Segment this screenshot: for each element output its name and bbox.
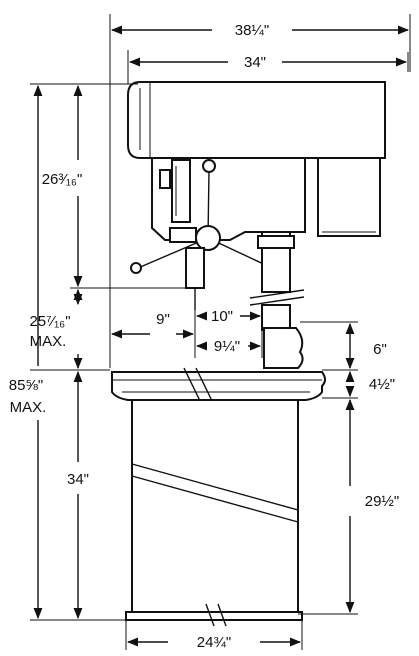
base-cabinet — [131, 399, 299, 615]
drill-press-drawing — [111, 81, 386, 627]
feed-hub — [195, 225, 221, 251]
worktable — [111, 371, 326, 401]
dim-overall-width: 38¼" — [235, 22, 270, 39]
dim-quill-travel: 6" — [373, 341, 387, 358]
dim-spindle-to-table: 25⁷⁄₁₆" — [29, 313, 70, 330]
column-lower — [261, 304, 291, 331]
dim-spindle-to-table-note: MAX. — [30, 333, 67, 350]
dim-overall-height-note: MAX. — [10, 399, 47, 416]
dim-head-width: 34" — [244, 54, 266, 71]
base-foot — [125, 611, 303, 621]
dim-overall-height: 85⅝" — [9, 377, 44, 394]
dim-base-width: 24¾" — [197, 634, 232, 651]
dim-column-height: 29½" — [365, 493, 400, 510]
dim-base-column-height: 34" — [67, 471, 89, 488]
motor — [317, 157, 381, 237]
head-housing — [127, 81, 386, 159]
dimension-lines — [30, 14, 411, 650]
dim-table-reach: 9" — [156, 311, 170, 328]
dim-table-thickness: 4½" — [369, 376, 395, 393]
dim-table-offset-top: 10" — [211, 308, 233, 325]
dim-table-offset-bottom: 9¼" — [214, 338, 240, 355]
dim-head-height: 26³⁄₁₆" — [42, 171, 83, 188]
spindle-quill — [185, 247, 205, 289]
dimension-labels: 38¼" 34" 26³⁄₁₆" 25⁷⁄₁₆" MAX. 85⅝" MAX. … — [9, 22, 400, 651]
table-collar — [263, 327, 304, 369]
